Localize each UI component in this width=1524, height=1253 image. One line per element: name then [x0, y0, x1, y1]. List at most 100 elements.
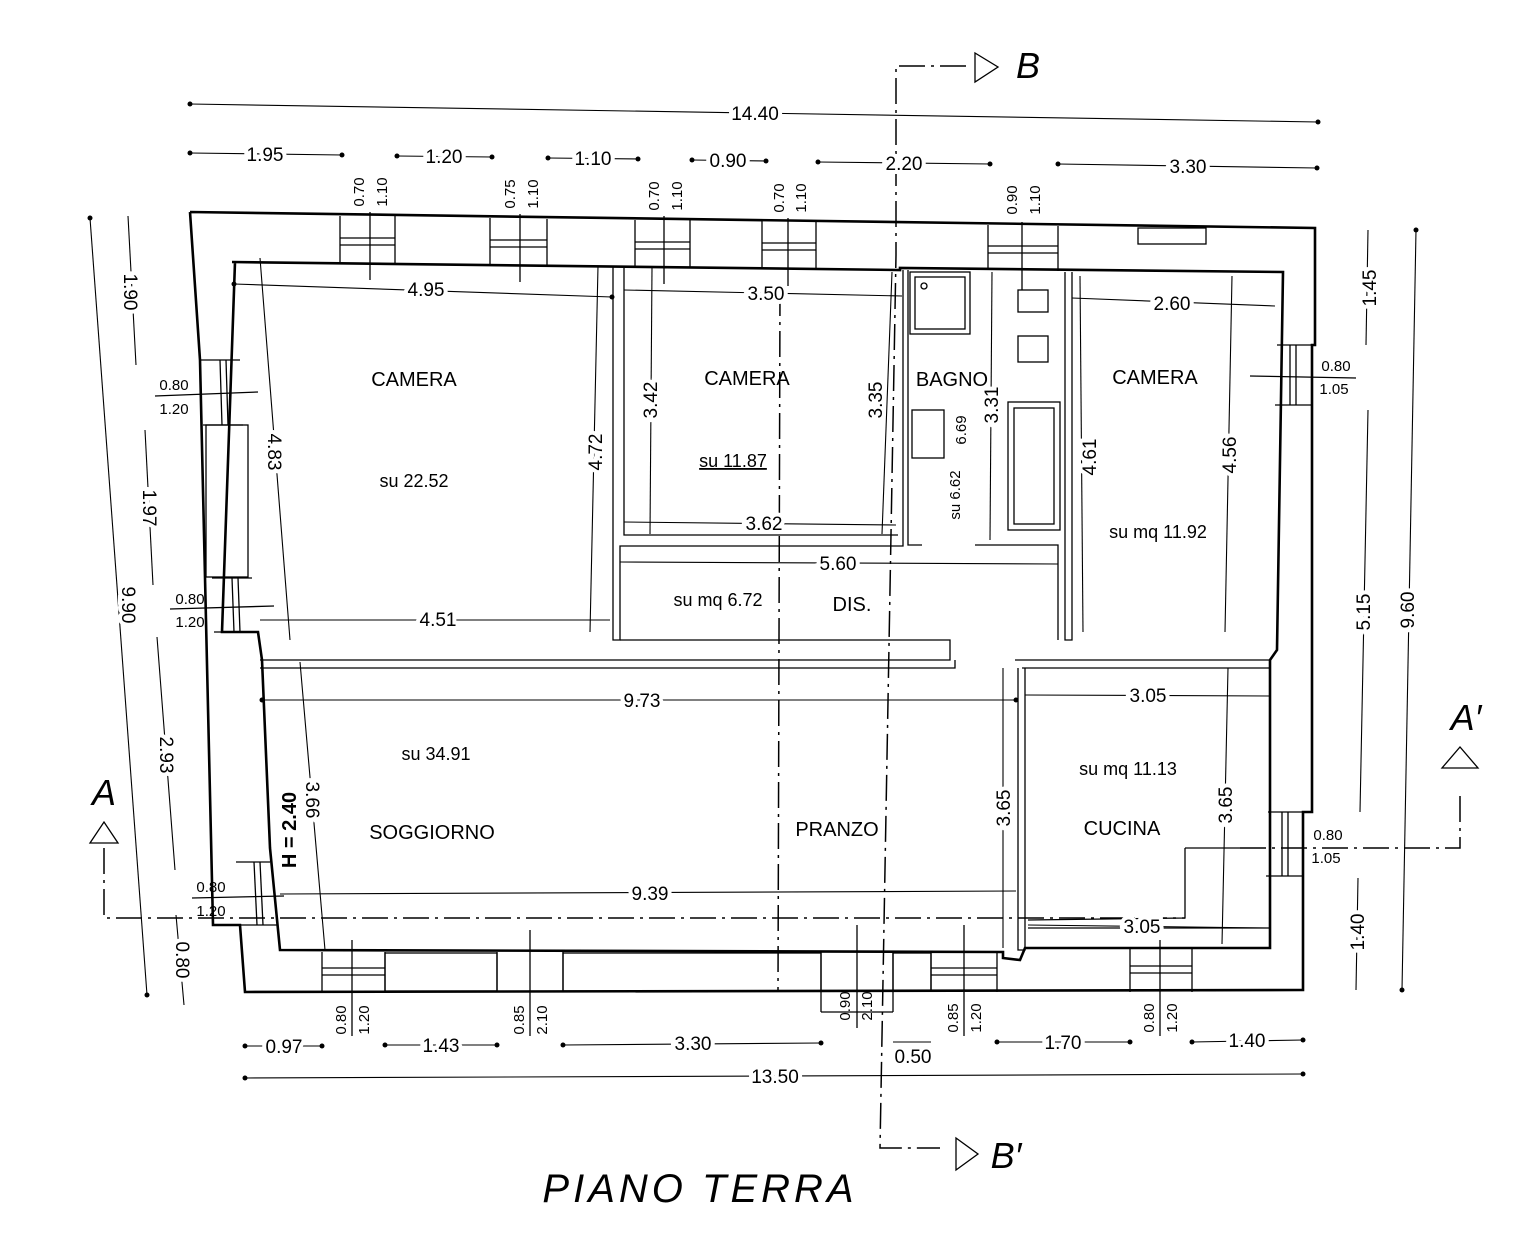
section-b-label: B [1016, 45, 1040, 86]
dim-label: 2.93 [155, 737, 176, 774]
opening-width: 0.80 [1313, 827, 1342, 844]
opening-width: 0.80 [175, 591, 204, 608]
dim-label: 6.69 [953, 415, 970, 444]
section-a-label: A [90, 772, 116, 813]
dim-label: 3.62 [746, 514, 783, 535]
opening-height: 1.10 [793, 183, 810, 212]
dim-label: 3.30 [1170, 157, 1207, 178]
interior-walls [260, 266, 1270, 951]
dim-label: 1.20 [426, 147, 463, 168]
opening-width: 0.80 [196, 879, 225, 896]
room-area: su 22.52 [379, 471, 448, 491]
dim-label: 1.10 [575, 149, 612, 170]
opening-width: 0.90 [837, 991, 854, 1020]
dim-label: 9.73 [624, 691, 661, 712]
opening-width: 0.70 [771, 183, 788, 212]
opening-height: 1.10 [374, 177, 391, 206]
room-name: PRANZO [795, 819, 878, 841]
dim-label: 1.40 [1348, 914, 1369, 951]
dim-label: 3.30 [675, 1034, 712, 1055]
drawing-title: PIANO TERRA [542, 1167, 857, 1211]
dim-label: 4.56 [1220, 437, 1241, 474]
dim-label: 1.90 [119, 274, 140, 311]
dim-label: 1.95 [247, 145, 284, 166]
room-name: BAGNO [916, 369, 988, 391]
opening-width: 0.90 [1004, 185, 1021, 214]
dim-label: 4.83 [263, 434, 284, 471]
opening-width: 0.80 [333, 1005, 350, 1034]
dimension-ticks [87, 101, 1419, 1081]
dim-label: 0.50 [895, 1047, 932, 1068]
opening-height: 1.20 [196, 903, 225, 920]
dim-label: 1.43 [423, 1036, 460, 1057]
opening-height: 1.20 [1164, 1003, 1181, 1032]
dim-label: 0.97 [266, 1037, 303, 1058]
dim-label: 3.05 [1124, 917, 1161, 938]
dim-label: 13.50 [751, 1067, 799, 1088]
dim-label: 4.61 [1080, 439, 1101, 476]
section-b-prime-label: B′ [991, 1135, 1023, 1176]
room-area: su 34.91 [401, 744, 470, 764]
dim-label: 0.80 [171, 942, 192, 979]
dim-label: 1.97 [138, 490, 159, 527]
dim-label: 1.70 [1045, 1033, 1082, 1054]
opening-width: 0.80 [1141, 1003, 1158, 1032]
dim-label: 2.20 [886, 154, 923, 175]
dim-label: 3.05 [1130, 686, 1167, 707]
room-area: su mq 6.72 [673, 590, 762, 610]
room-labels: CAMERA su 22.52 CAMERA su 11.87 BAGNO CA… [279, 367, 1207, 868]
dim-label: 9.39 [632, 884, 669, 905]
dim-label: su 6.62 [947, 470, 964, 519]
opening-width: 0.80 [159, 377, 188, 394]
opening-width: 0.80 [1321, 358, 1350, 375]
section-a-prime-label: A′ [1449, 697, 1483, 738]
dim-label: 3.66 [301, 782, 322, 819]
room-area: su mq 11.92 [1109, 522, 1207, 542]
opening-height: 1.20 [159, 401, 188, 418]
dim-label: 9.90 [117, 587, 138, 624]
dim-label: 3.31 [982, 387, 1003, 424]
dim-label: 1.45 [1360, 270, 1381, 307]
room-name: DIS. [833, 594, 872, 616]
opening-height: 1.05 [1311, 850, 1340, 867]
opening-height: 1.20 [968, 1003, 985, 1032]
opening-height: 1.10 [525, 179, 542, 208]
room-area: su mq 11.13 [1079, 759, 1177, 779]
room-name: CAMERA [371, 369, 457, 391]
section-lines [88, 51, 1480, 1172]
opening-height: 2.10 [534, 1005, 551, 1034]
room-name: CAMERA [1112, 367, 1198, 389]
opening-height: 1.20 [175, 614, 204, 631]
section-markers: A A′ B B′ [90, 45, 1483, 1176]
overall-dimension-labels: 14.40 13.50 9.90 9.60 1.95 1.20 1.10 0.9… [113, 100, 1423, 1092]
dim-label: 4.72 [586, 434, 607, 471]
dim-label: 3.65 [1216, 787, 1237, 824]
opening-height: 2.10 [859, 991, 876, 1020]
dim-label: 2.60 [1154, 294, 1191, 315]
room-name: CUCINA [1084, 818, 1161, 840]
opening-width: 0.75 [502, 179, 519, 208]
opening-height: 1.10 [669, 181, 686, 210]
opening-height: 1.10 [1027, 185, 1044, 214]
room-dimension-labels: 4.95 3.50 2.60 4.51 3.62 5.60 9.73 3.05 … [259, 276, 1245, 942]
dim-label: 5.60 [820, 554, 857, 575]
ceiling-height-label: H = 2.40 [279, 792, 301, 868]
dim-label: 3.65 [994, 790, 1015, 827]
opening-width: 0.85 [945, 1003, 962, 1032]
dim-label: 4.51 [420, 610, 457, 631]
opening-width: 0.85 [511, 1005, 528, 1034]
dim-label: 9.60 [1398, 592, 1419, 629]
opening-height: 1.20 [356, 1005, 373, 1034]
opening-width: 0.70 [351, 177, 368, 206]
room-name: CAMERA [704, 368, 790, 390]
opening-width: 0.70 [646, 181, 663, 210]
room-area: su 11.87 [699, 451, 767, 471]
room-name: SOGGIORNO [369, 822, 495, 844]
dim-label: 4.95 [408, 280, 445, 301]
dim-label: 5.15 [1354, 594, 1375, 631]
dim-label: 14.40 [731, 104, 779, 125]
dimension-lines [89, 103, 1417, 1079]
opening-height: 1.05 [1319, 381, 1348, 398]
opening-labels: 0.70 1.10 0.75 1.10 0.70 1.10 0.70 1.10 … [154, 177, 1357, 1036]
